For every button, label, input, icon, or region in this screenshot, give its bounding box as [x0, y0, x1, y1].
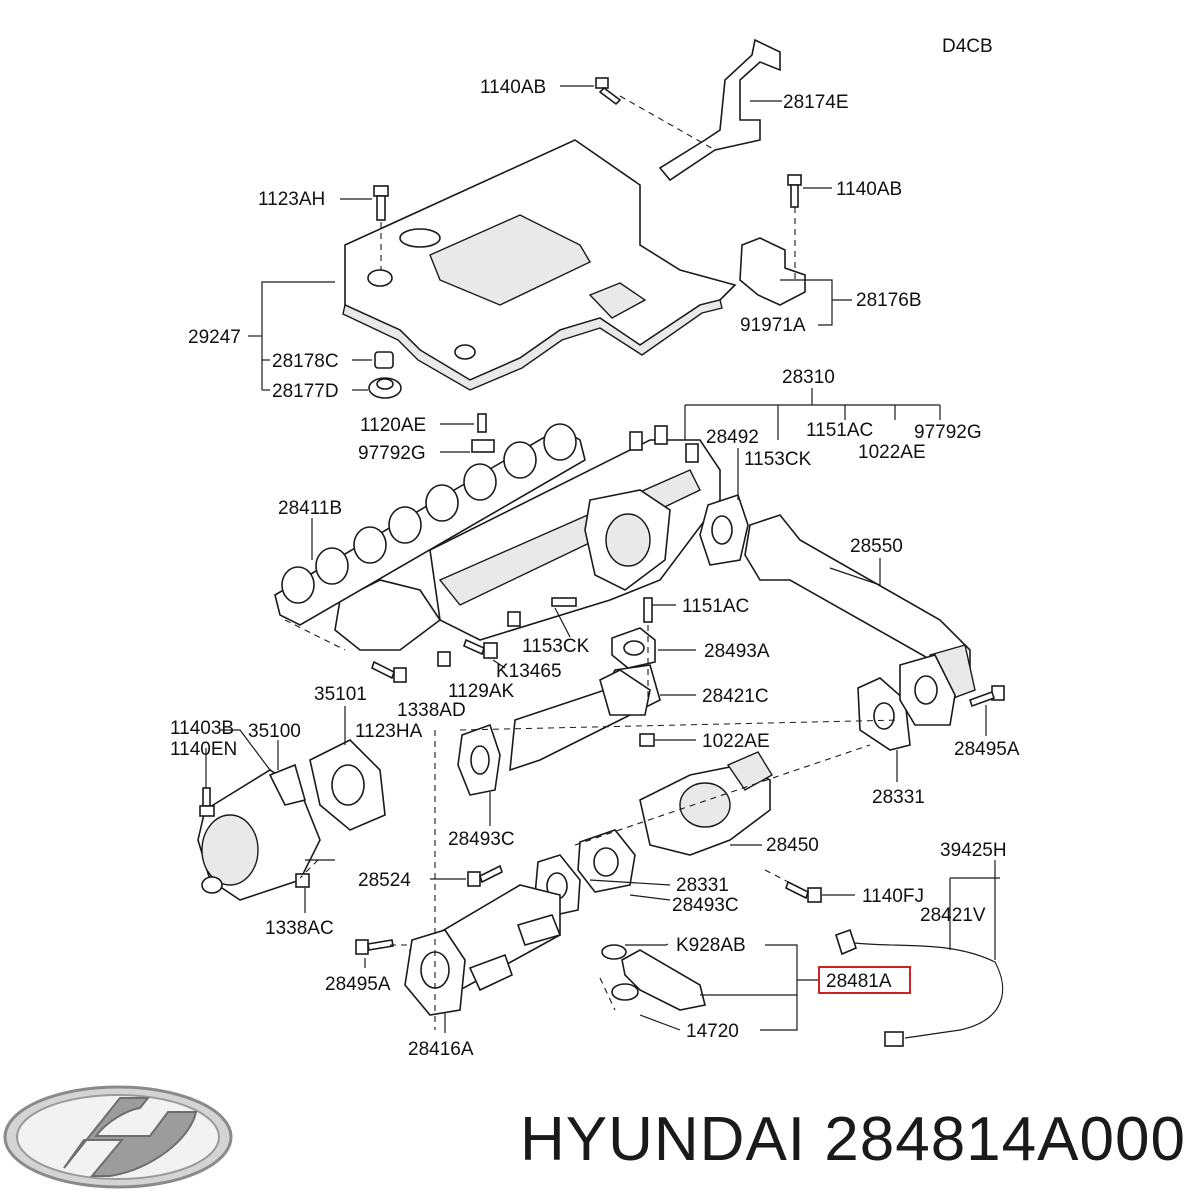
- nut-1153CK[interactable]: [507, 611, 521, 627]
- label-97792G-left: 97792G: [358, 443, 426, 464]
- label-28550: 28550: [850, 536, 903, 557]
- gasket-28493C-left[interactable]: [457, 723, 501, 796]
- label-1153CK-top: 1153CK: [744, 449, 812, 470]
- hyundai-logo: [3, 1085, 233, 1189]
- bolt-1140AB-right[interactable]: [787, 174, 802, 208]
- label-28524: 28524: [358, 870, 411, 891]
- label-28331-right: 28331: [872, 787, 925, 808]
- engine-code: D4CB: [942, 36, 993, 57]
- bolt-1140EN[interactable]: [199, 787, 215, 817]
- label-1140EN: 1140EN: [170, 739, 237, 760]
- label-1120AE: 1120AE: [360, 415, 426, 436]
- label-29247: 29247: [188, 327, 241, 348]
- bolt-1129AK[interactable]: [463, 638, 498, 659]
- flange-28331-pipe-end[interactable]: [899, 654, 956, 726]
- label-35101: 35101: [314, 684, 367, 705]
- gasket-28411B[interactable]: [274, 423, 586, 626]
- bolt-1140AB-top[interactable]: [595, 77, 622, 106]
- label-28493C-low: 28493C: [672, 895, 739, 916]
- egr-pipe-28550[interactable]: [744, 514, 976, 702]
- label-28416A: 28416A: [408, 1039, 474, 1060]
- clamp-K928AB-upper[interactable]: [601, 944, 627, 960]
- label-1151AC-top: 1151AC: [806, 420, 873, 441]
- label-28495A-left: 28495A: [325, 974, 391, 995]
- stud-K13465[interactable]: [551, 597, 577, 607]
- bolt-1140FJ[interactable]: [785, 880, 822, 903]
- label-97792G-right: 97792G: [914, 422, 982, 443]
- clamp-K928AB-lower[interactable]: [611, 983, 639, 1001]
- intake-manifold-28310[interactable]: [334, 425, 721, 651]
- label-28495A-right: 28495A: [954, 739, 1020, 760]
- nut-1338AC[interactable]: [295, 873, 310, 888]
- label-1022AE-top: 1022AE: [858, 442, 926, 463]
- egr-valve-28450[interactable]: [639, 751, 773, 856]
- gasket-28493A[interactable]: [611, 627, 656, 669]
- gasket-28493C-low[interactable]: [577, 829, 636, 893]
- label-1151AC-mid: 1151AC: [682, 596, 749, 617]
- gasket-28331-right[interactable]: [857, 677, 911, 751]
- label-28493C-left: 28493C: [448, 829, 515, 850]
- label-28331-low: 28331: [676, 875, 729, 896]
- hyundai-emblem-icon: [399, 228, 441, 248]
- label-28411B: 28411B: [278, 498, 342, 519]
- egr-pipe-28421C[interactable]: [509, 664, 661, 772]
- label-35100: 35100: [248, 721, 301, 742]
- highlight-box: [818, 966, 911, 994]
- label-1140AB-top: 1140AB: [480, 77, 546, 98]
- label-28493A: 28493A: [704, 641, 770, 662]
- label-1123AH: 1123AH: [258, 189, 325, 210]
- stud-1151AC[interactable]: [643, 597, 653, 623]
- bracket-28176B[interactable]: [739, 237, 806, 306]
- label-14720: 14720: [686, 1021, 739, 1042]
- label-28176B: 28176B: [856, 290, 922, 311]
- egr-cooler-28416A[interactable]: [404, 884, 562, 1016]
- thermostat-housing-35100[interactable]: [197, 763, 321, 901]
- bolt-28524[interactable]: [467, 864, 503, 887]
- bolt-28495A-right[interactable]: [968, 685, 1005, 708]
- label-28421V: 28421V: [920, 905, 986, 926]
- bolt-1123AH[interactable]: [373, 185, 389, 221]
- label-K928AB: K928AB: [676, 935, 746, 956]
- label-28421C: 28421C: [702, 686, 769, 707]
- label-91971A: 91971A: [740, 315, 806, 336]
- washer-97792G[interactable]: [471, 439, 495, 453]
- label-28481A: 28481A: [826, 971, 892, 992]
- label-1140FJ: 1140FJ: [862, 886, 924, 907]
- label-1022AE-mid: 1022AE: [702, 731, 770, 752]
- label-1129AK: 1129AK: [448, 681, 515, 702]
- label-28310: 28310: [782, 367, 835, 388]
- bracket-28174E[interactable]: [658, 38, 781, 182]
- label-28450: 28450: [766, 835, 819, 856]
- label-28492: 28492: [706, 427, 759, 448]
- label-K13465: K13465: [496, 661, 562, 682]
- label-1338AD: 1338AD: [397, 700, 466, 721]
- grommet-28177D[interactable]: [368, 377, 402, 399]
- gasket-35101[interactable]: [309, 739, 386, 831]
- bolt-1120AE[interactable]: [477, 413, 487, 433]
- brand-part-number-text: HYUNDAI 284814A000: [520, 1105, 1186, 1174]
- label-28177D: 28177D: [272, 381, 339, 402]
- engine-cover-29247[interactable]: [342, 139, 737, 391]
- gasket-28492[interactable]: [699, 493, 749, 566]
- label-28174E: 28174E: [783, 92, 849, 113]
- label-28178C: 28178C: [272, 351, 339, 372]
- bolt-1338AD[interactable]: [371, 660, 407, 683]
- label-1153CK-mid: 1153CK: [522, 636, 590, 657]
- label-11403B: 11403B: [170, 718, 234, 739]
- hose-14720[interactable]: [621, 949, 706, 1011]
- nut-1123HA[interactable]: [437, 651, 451, 667]
- label-1338AC: 1338AC: [265, 918, 334, 939]
- temperature-sensor-28481A[interactable]: [835, 928, 1004, 1047]
- label-39425H: 39425H: [940, 840, 1007, 861]
- grommet-28178C[interactable]: [374, 351, 394, 369]
- nut-1022AE[interactable]: [639, 733, 655, 747]
- label-1140AB-right: 1140AB: [836, 179, 902, 200]
- label-1123HA: 1123HA: [355, 721, 423, 742]
- bolt-28495A-left[interactable]: [355, 939, 394, 955]
